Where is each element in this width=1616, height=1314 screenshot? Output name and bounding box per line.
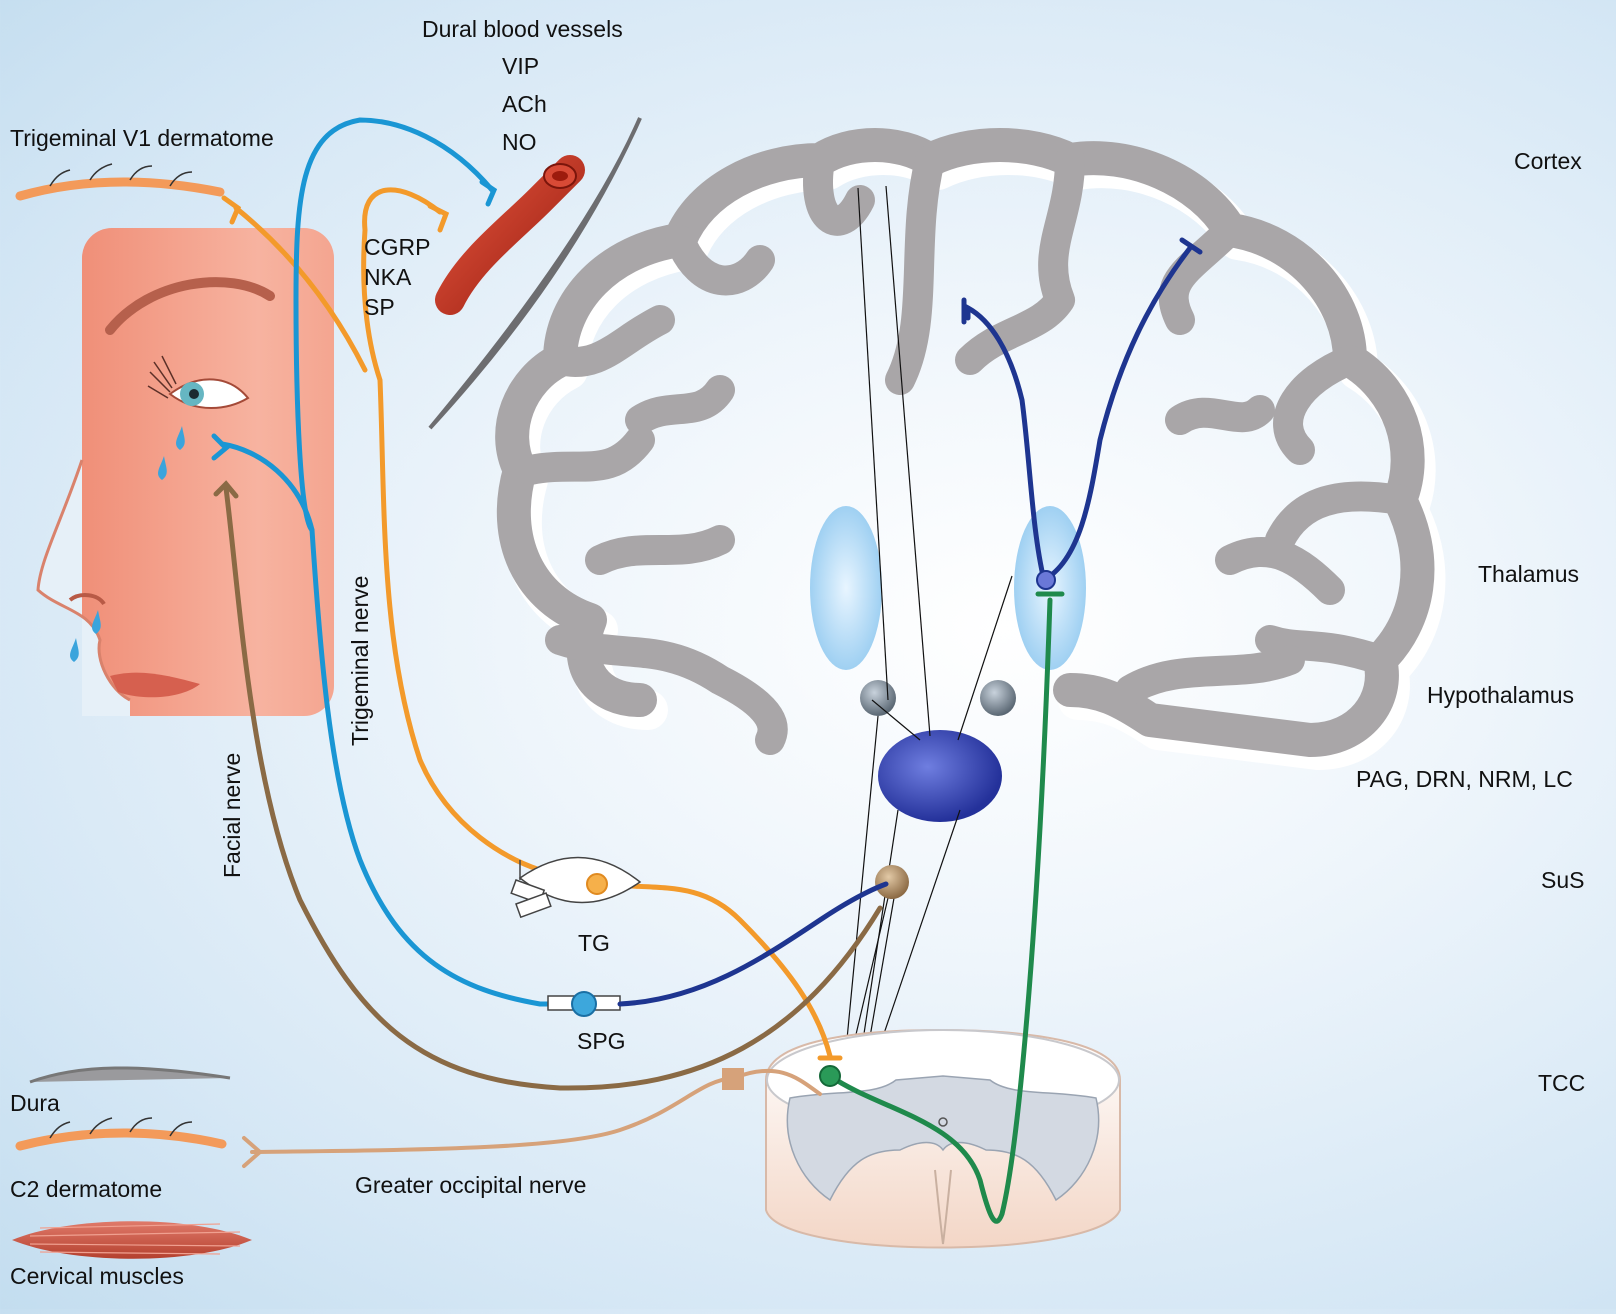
- region-hypothalamus: Hypothalamus: [1427, 682, 1575, 708]
- brain-cortex: [495, 128, 1446, 770]
- label-trigeminal-nerve: Trigeminal nerve: [347, 575, 373, 746]
- label-greater-occipital-nerve: Greater occipital nerve: [355, 1172, 587, 1198]
- label-nka: NKA: [364, 264, 412, 290]
- region-brainstem: PAG, DRN, NRM, LC: [1356, 766, 1573, 792]
- v1-dermatome-strip: [15, 163, 225, 201]
- region-tcc: TCC: [1538, 1070, 1586, 1096]
- region-cortex: Cortex: [1514, 148, 1582, 174]
- label-cervical-muscles: Cervical muscles: [10, 1263, 184, 1289]
- dural-vessel: [435, 155, 585, 315]
- postganglionic-pathway: [617, 237, 1203, 1007]
- label-dural-blood-vessels: Dural blood vessels: [422, 16, 623, 42]
- dura-strip: [29, 1066, 231, 1084]
- parasympathetic-pathway: [211, 117, 573, 1007]
- c2-dermatome-strip: [15, 1117, 227, 1151]
- label-sp: SP: [364, 294, 395, 320]
- thalamus-left: [810, 506, 882, 670]
- region-thalamus: Thalamus: [1478, 561, 1579, 587]
- thalamic-relay-neuron: [1036, 570, 1056, 590]
- label-no: NO: [502, 129, 537, 155]
- label-facial-nerve: Facial nerve: [219, 752, 245, 878]
- spinal-cord-tcc: [765, 1028, 1121, 1249]
- cervical-muscle-strip: [12, 1221, 252, 1259]
- sus-nucleus: [875, 865, 909, 899]
- trigeminal-pathway: [221, 187, 843, 1061]
- occipital-relay: [722, 1068, 744, 1090]
- label-spg: SPG: [577, 1028, 626, 1054]
- facial-nerve-pathway: [213, 480, 883, 1091]
- label-tg: TG: [578, 930, 610, 956]
- spg-ganglion: [547, 991, 621, 1017]
- brainstem-nucleus: [878, 730, 1002, 822]
- label-cgrp: CGRP: [364, 234, 431, 260]
- region-sus: SuS: [1541, 867, 1585, 893]
- face: [36, 228, 334, 716]
- label-dura: Dura: [10, 1090, 60, 1116]
- label-c2-dermatome: C2 dermatome: [10, 1176, 163, 1202]
- dura-sheet: [428, 117, 642, 430]
- tg-ganglion: [510, 856, 642, 919]
- label-vip: VIP: [502, 53, 540, 79]
- label-ach: ACh: [502, 91, 547, 117]
- hypothalamus-left: [860, 680, 896, 716]
- modulatory-projections: [844, 185, 1013, 1061]
- tcc-neuron: [819, 1065, 841, 1087]
- hypothalamus-right: [980, 680, 1016, 716]
- ascending-pathway: [827, 591, 1065, 1224]
- label-trigeminal-v1-dermatome: Trigeminal V1 dermatome: [10, 125, 274, 151]
- occipital-pathway: [242, 1068, 822, 1168]
